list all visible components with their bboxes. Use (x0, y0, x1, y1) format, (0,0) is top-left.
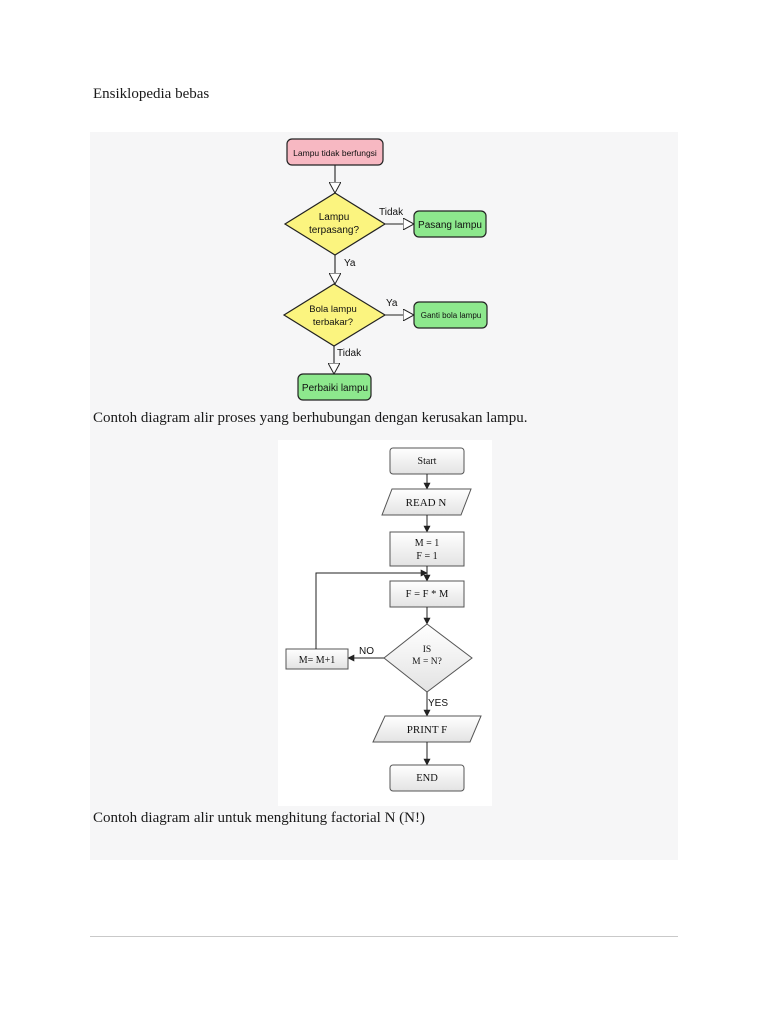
lamp-action2-text: Ganti bola lampu (421, 311, 481, 320)
lamp-flowchart-caption: Contoh diagram alir proses yang berhubun… (93, 410, 528, 426)
lamp-decision2-yes-label: Ya (386, 298, 398, 309)
factorial-increment-box (285, 648, 349, 670)
lamp-action2-box (413, 301, 488, 329)
lamp-decision1-line2: terpasang? (309, 225, 359, 236)
lamp-decision2-no-label: Tidak (337, 348, 362, 359)
page-heading: Ensiklopedia bebas (93, 86, 210, 102)
factorial-start-text: Start (418, 456, 437, 467)
lamp-decision2-line1: Bola lampu (309, 304, 357, 315)
factorial-print-text: PRINT F (407, 724, 447, 736)
factorial-decision-line1: IS (423, 645, 431, 655)
factorial-print-shape (372, 715, 482, 743)
lamp-start-text: Lampu tidak berfungsi (293, 148, 377, 158)
factorial-read-shape (381, 488, 472, 516)
lamp-action1-text: Pasang lampu (418, 220, 482, 231)
factorial-read-text: READ N (406, 497, 447, 509)
factorial-multiply-text: F = F * M (406, 589, 449, 600)
factorial-flowchart-caption: Contoh diagram alir untuk menghitung fac… (93, 810, 425, 826)
lamp-decision1-yes-label: Ya (344, 258, 356, 269)
factorial-loop-line (315, 569, 428, 649)
page-divider (90, 936, 678, 937)
factorial-decision-line2: M = N? (412, 657, 442, 667)
lamp-decision1-no-label: Tidak (379, 207, 404, 218)
factorial-yes-label: YES (428, 698, 448, 709)
lamp-end-text: Perbaiki lampu (302, 383, 368, 394)
lamp-action1-box (413, 210, 487, 238)
lamp-decision1-line1: Lampu (319, 212, 350, 223)
factorial-init-line2: F = 1 (416, 551, 437, 562)
factorial-end-box (389, 764, 465, 792)
factorial-no-label: NO (359, 646, 374, 657)
factorial-init-line1: M = 1 (415, 538, 440, 549)
lamp-end-box (297, 373, 372, 401)
factorial-increment-text: M= M+1 (299, 655, 336, 666)
lamp-decision2-line2: terbakar? (313, 317, 353, 328)
factorial-end-text: END (416, 773, 438, 784)
